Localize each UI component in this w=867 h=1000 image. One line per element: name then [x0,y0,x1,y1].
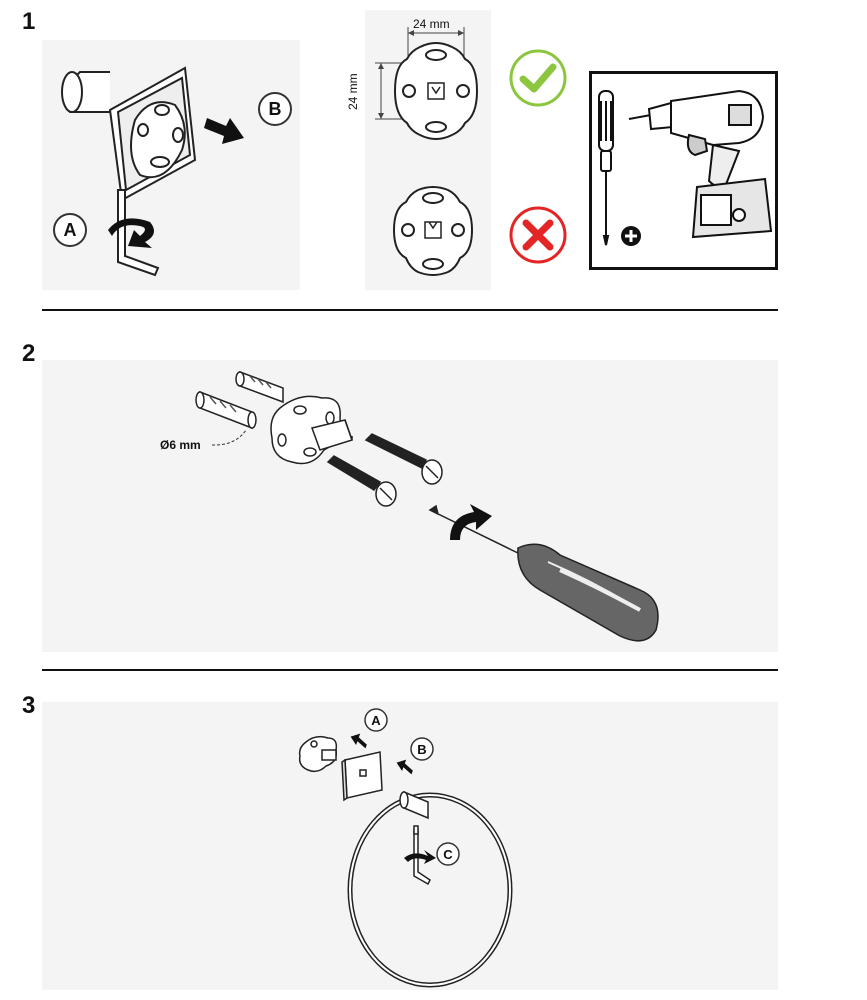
wall-plug-1 [235,370,284,404]
step3-panel [42,702,778,990]
step-number-2: 2 [22,340,36,367]
step3-hex-key [413,825,431,886]
step3-label-b: B [417,742,427,757]
step1-label-a-badge [53,213,87,247]
step3-plate [298,735,338,773]
ring-bar [399,790,429,820]
step3-label-c-badge [436,842,460,866]
diameter-label: Ø6 mm [160,438,201,452]
mounting-plate [130,101,186,179]
arm-cylinder [61,71,110,113]
step-number-1: 1 [22,8,36,35]
check-icon [509,49,567,107]
divider-2 [42,669,778,671]
pull-arrow-icon [204,118,244,144]
wall-plate [270,395,353,465]
step3-label-a: A [371,713,381,728]
arrow-b-icon [396,759,413,775]
step1-label-b: B [268,99,282,119]
cross-icon [509,206,567,264]
step2-screwdriver [428,504,659,642]
tools-illustration [598,89,773,246]
step3-label-a-badge [364,708,388,732]
rotate-arrow-icon [108,218,154,248]
wall-plug-2 [195,390,257,430]
dimension-width-label: 24 mm [413,17,450,31]
correct-plate-diagram [375,27,479,140]
screwdriver-icon [598,90,614,246]
screw-1 [364,433,443,485]
rotate-arrow-icon-3 [404,850,436,864]
rotate-arrow-icon-2 [450,504,492,540]
drill-icon [628,89,773,239]
step1-label-b-badge [258,92,292,126]
wrong-plate-diagram [392,186,474,276]
hex-key [117,189,160,277]
step3-label-c: C [443,847,453,862]
step3-label-b-badge [410,737,434,761]
divider-1 [42,309,778,311]
plus-icon [621,226,641,246]
step1-label-a: A [63,220,77,240]
step3-cover [341,751,383,802]
arrow-a-icon [350,733,367,749]
screw-2 [326,455,397,507]
step-number-3: 3 [22,692,36,719]
